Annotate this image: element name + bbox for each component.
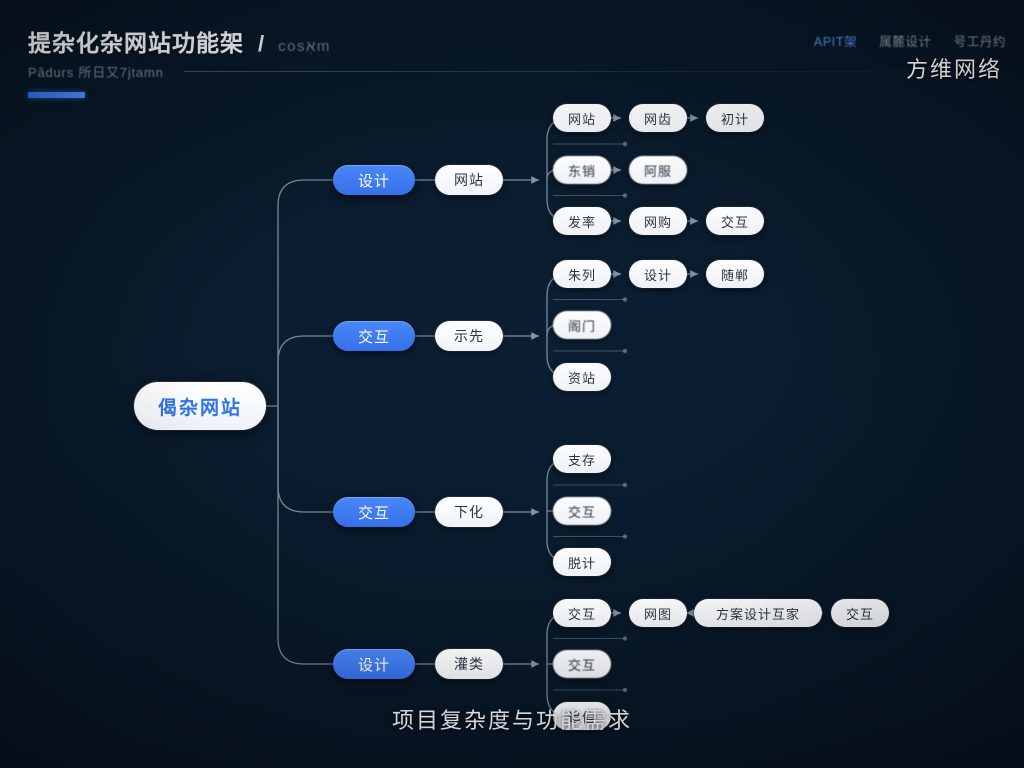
slide-header: 提杂化杂网站功能架 / cosאִm Pădurs 所日又7jtamn APIT… (0, 0, 1024, 110)
subtitle-row: Pădurs 所日又7jtamn (28, 62, 988, 81)
nav-item-1[interactable]: 属麓设计 (879, 35, 932, 49)
title-latin-subtitle: cosאִm (278, 38, 331, 55)
mindmap-leaf-node-3-0-2[interactable]: 方案设计互家 (694, 599, 822, 627)
mindmap-leaf-node-1-0-0[interactable]: 朱列 (553, 260, 611, 288)
mindmap-leaf-node-0-0-2[interactable]: 初计 (706, 104, 764, 132)
mindmap-category-node-0[interactable]: 网站 (435, 165, 503, 195)
mindmap-leaf-node-0-2-1[interactable]: 网购 (629, 207, 687, 235)
mindmap-leaf-node-0-0-1[interactable]: 网齿 (629, 104, 687, 132)
mindmap-leaf-node-3-0-1[interactable]: 网图 (629, 599, 687, 627)
header-accent-bar (28, 92, 85, 98)
mindmap-category-node-2[interactable]: 下化 (435, 497, 503, 527)
mindmap-branch-node-3[interactable]: 设计 (333, 649, 415, 679)
mindmap-leaf-node-1-2-0[interactable]: 资站 (553, 363, 611, 391)
header-divider (183, 71, 988, 72)
mindmap-leaf-node-0-2-2[interactable]: 交互 (706, 207, 764, 235)
mindmap-leaf-node-3-0-3[interactable]: 交互 (831, 599, 889, 627)
mindmap-branch-node-0[interactable]: 设计 (333, 165, 415, 195)
mindmap-leaf-node-3-1-0[interactable]: 交互 (553, 650, 611, 678)
mindmap-leaf-node-3-2-0[interactable]: 追信 (553, 702, 611, 730)
mindmap-leaf-node-0-1-0[interactable]: 东销 (553, 156, 611, 184)
mindmap-leaf-node-1-0-2[interactable]: 随郸 (706, 260, 764, 288)
mindmap-leaf-node-2-1-0[interactable]: 交互 (553, 497, 611, 525)
nav-item-2[interactable]: 号工丹约 (953, 35, 1006, 49)
mindmap-category-node-3[interactable]: 灌类 (435, 649, 503, 679)
brand-logo: 方维网络 (905, 57, 1002, 82)
mindmap-leaf-node-0-1-1[interactable]: 阿服 (629, 156, 687, 184)
mindmap-branch-node-1[interactable]: 交互 (333, 321, 415, 351)
mindmap-leaf-node-1-0-1[interactable]: 设计 (629, 260, 687, 288)
page-title: 提杂化杂网站功能架 (28, 30, 244, 56)
title-row: 提杂化杂网站功能架 / cosאִm (28, 24, 331, 58)
mindmap-leaf-node-2-0-0[interactable]: 支存 (553, 445, 611, 473)
mindmap-branch-node-2[interactable]: 交互 (333, 497, 415, 527)
slide-caption: 项目复杂度与功能需求 (391, 708, 632, 733)
mindmap-leaf-node-1-1-0[interactable]: 阁门 (553, 311, 611, 339)
mindmap-leaf-node-3-0-0[interactable]: 交互 (553, 599, 611, 627)
mindmap-leaf-node-2-2-0[interactable]: 脱计 (553, 548, 611, 576)
mindmap-leaf-node-0-0-0[interactable]: 网站 (553, 104, 611, 132)
title-separator: / (258, 31, 265, 56)
mindmap-leaf-node-0-2-0[interactable]: 发率 (553, 207, 611, 235)
top-navigation: APIT架 属麓设计 号工丹约 (814, 31, 1006, 50)
mindmap-root-node[interactable]: 偈杂网站 (134, 382, 266, 430)
page-subtitle: Pădurs 所日又7jtamn (28, 65, 164, 80)
mindmap-category-node-1[interactable]: 示先 (435, 321, 503, 351)
nav-item-0[interactable]: APIT架 (813, 35, 858, 49)
